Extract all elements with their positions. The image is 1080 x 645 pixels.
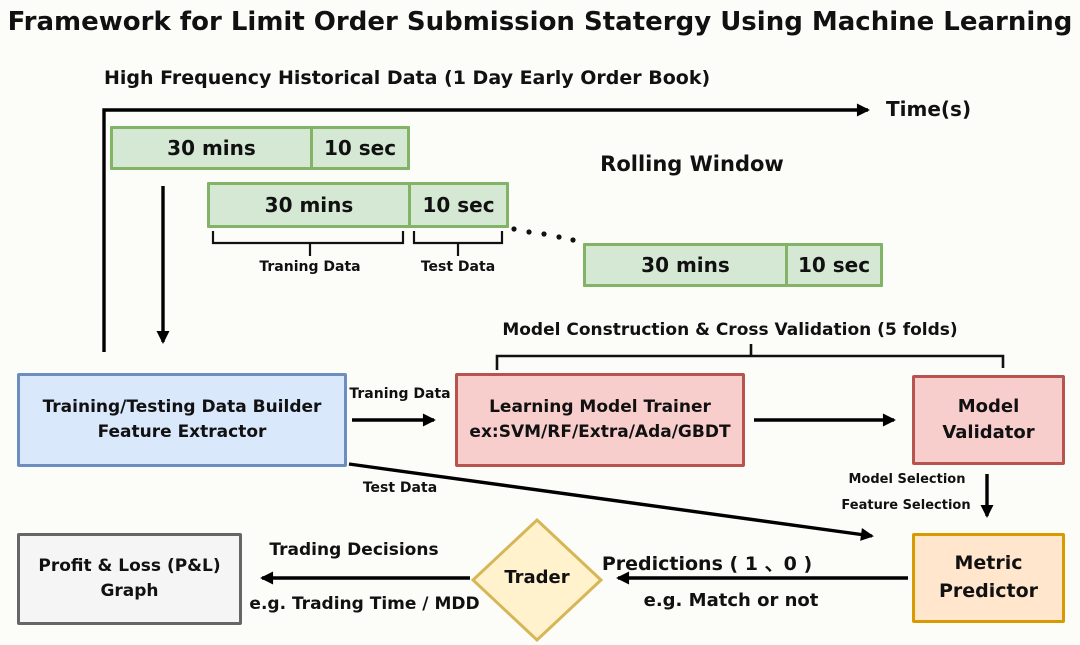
rolling-window-row-1: 30 mins 10 sec [110,126,410,170]
rolling-ellipsis-dots [511,226,576,243]
test-data-brace-label: Test Data [420,259,496,275]
node-model-trainer: Learning Model Trainer ex:SVM/RF/Extra/A… [455,373,745,467]
feature-selection-label: Feature Selection [841,498,971,513]
node-data-builder-line1: Training/Testing Data Builder [42,397,322,418]
cross-validation-bracket [495,344,1005,370]
node-pnl-graph: Profit & Loss (P&L) Graph [17,533,242,625]
rolling-window-row-3: 30 mins 10 sec [583,243,883,287]
time-axis-arrow [102,103,870,352]
node-pnl-graph-line1: Profit & Loss (P&L) [38,556,221,577]
trading-decisions-example-label: e.g. Trading Time / MDD [249,594,480,614]
rolling-window-row-2: 30 mins 10 sec [207,182,509,228]
train-window-cell: 30 mins [113,129,313,167]
test-window-cell: 10 sec [422,193,495,217]
node-metric-predictor-line2: Predictor [938,580,1039,602]
train-window-cell: 30 mins [586,246,788,284]
rolling-window-caption: Rolling Window [600,152,784,176]
node-data-builder: Training/Testing Data Builder Feature Ex… [17,373,347,467]
training-data-brace [211,231,405,256]
trader-diamond [470,517,604,643]
node-model-trainer-line1: Learning Model Trainer [489,397,711,418]
node-model-validator: Model Validator [912,375,1065,465]
test-data-edge-label: Test Data [362,480,438,496]
node-pnl-graph-line2: Graph [100,581,159,601]
cross-validation-label: Model Construction & Cross Validation (5… [502,320,958,340]
test-data-arrow [348,462,874,541]
node-data-builder-line2: Feature Extractor [97,422,267,442]
train-window-cell: 30 mins [210,185,411,225]
trading-decisions-edge-label: Trading Decisions [269,540,439,560]
test-window-cell: 10 sec [797,253,871,277]
test-window-cell: 10 sec [323,136,397,160]
training-data-brace-label: Traning Data [259,259,361,275]
node-model-trainer-line2: ex:SVM/RF/Extra/Ada/GBDT [469,422,731,442]
traning-data-edge-label: Traning Data [349,386,451,402]
model-selection-label: Model Selection [848,472,966,487]
time-axis-label: Time(s) [886,97,972,121]
node-metric-predictor: Metric Predictor [912,533,1065,623]
node-model-validator-line1: Model [957,395,1020,417]
node-trader-label: Trader [504,567,570,588]
predictions-example-label: e.g. Match or not [643,590,819,611]
timeline-heading: High Frequency Historical Data (1 Day Ea… [104,67,711,89]
node-metric-predictor-line1: Metric [954,552,1023,575]
test-data-brace [412,231,504,256]
predictions-edge-label: Predictions ( 1 、0 ) [601,553,813,575]
page-title: Framework for Limit Order Submission Sta… [7,7,1073,37]
node-model-validator-line2: Validator [942,422,1035,443]
